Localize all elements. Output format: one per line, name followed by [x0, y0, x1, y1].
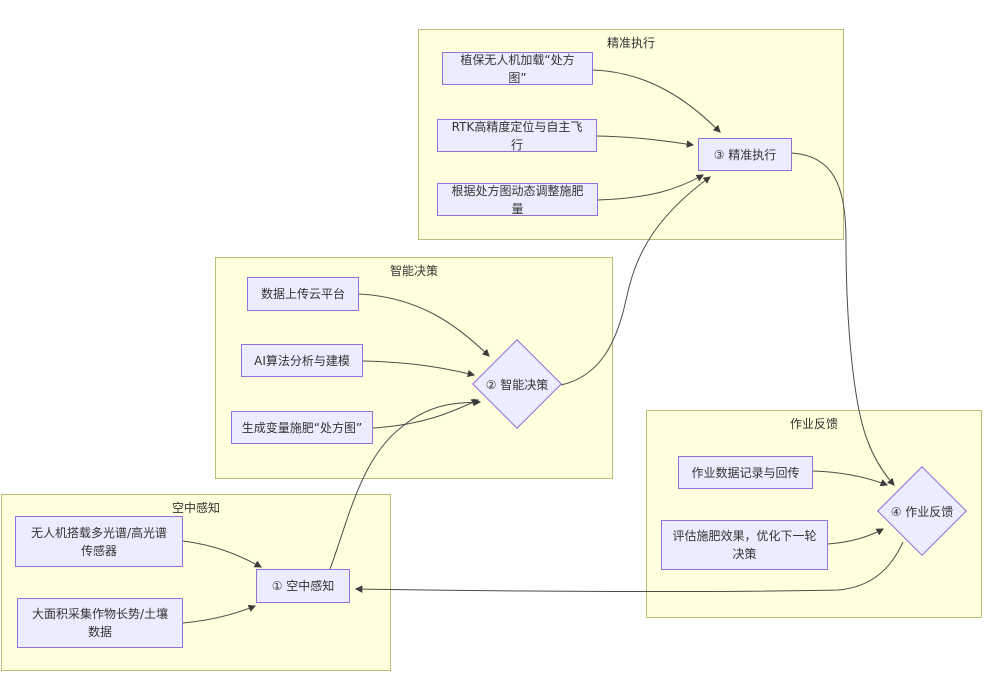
task-collect-data: 大面积采集作物长势/土壤数据 [17, 598, 183, 648]
task-label: AI算法分析与建模 [254, 353, 350, 368]
task-generate-prescription: 生成变量施肥“处方图” [231, 411, 373, 444]
task-label: RTK高精度定位与自主飞行 [451, 119, 583, 152]
task-label: 无人机搭载多光谱/高光谱传感器 [30, 525, 168, 558]
task-ai-modeling: AI算法分析与建模 [241, 344, 363, 377]
node-label: ④ 作业反馈 [890, 504, 954, 519]
stage-node-decision: ② 智能决策 [472, 339, 562, 429]
task-rtk-flight: RTK高精度定位与自主飞行 [437, 119, 597, 152]
task-record-upload: 作业数据记录与回传 [678, 456, 813, 489]
task-label: 作业数据记录与回传 [691, 465, 800, 480]
stage-node-execution: ③ 精准执行 [698, 138, 792, 171]
node-label: ① 空中感知 [271, 579, 335, 593]
task-label: 评估施肥效果，优化下一轮决策 [672, 529, 817, 561]
cluster-title-precise-execution: 精准执行 [606, 36, 655, 50]
stage-node-feedback: ④ 作业反馈 [877, 466, 967, 556]
task-upload-cloud: 数据上传云平台 [247, 277, 359, 311]
cluster-title-smart-decision: 智能决策 [389, 264, 438, 278]
stage-node-perception: ① 空中感知 [256, 569, 350, 603]
task-label: 生成变量施肥“处方图” [241, 420, 363, 435]
node-label: ② 智能决策 [485, 377, 549, 392]
task-drone-sensors: 无人机搭载多光谱/高光谱传感器 [15, 516, 183, 567]
task-load-prescription: 植保无人机加载“处方图” [442, 52, 593, 85]
task-adjust-fertilizer: 根据处方图动态调整施肥量 [437, 183, 598, 216]
cluster-title-operation-feedback: 作业反馈 [789, 417, 838, 431]
node-label: ③ 精准执行 [713, 147, 777, 162]
cluster-title-aerial-perception: 空中感知 [171, 501, 220, 515]
task-label: 植保无人机加载“处方图” [460, 52, 575, 85]
task-label: 根据处方图动态调整施肥量 [451, 183, 584, 216]
task-evaluate-optimize: 评估施肥效果，优化下一轮决策 [661, 520, 828, 570]
task-label: 数据上传云平台 [260, 287, 345, 301]
task-label: 大面积采集作物长势/土壤数据 [31, 607, 169, 639]
